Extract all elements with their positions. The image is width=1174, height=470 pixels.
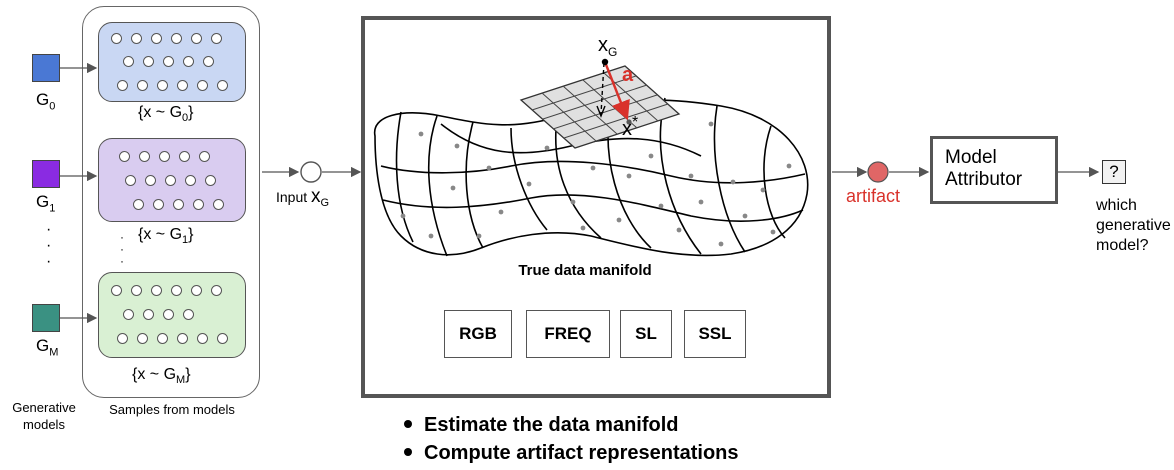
samples-container — [82, 6, 260, 398]
artifact-label: artifact — [846, 186, 901, 206]
generator-gm-label: GM — [36, 336, 59, 359]
bullet-estimate-manifold: Estimate the data manifold — [404, 414, 679, 437]
feature-ssl-box: SSL — [684, 310, 746, 358]
manifold-title: True data manifold — [518, 262, 652, 279]
sample-box-g1 — [98, 138, 246, 222]
tangent-plane — [519, 65, 681, 149]
generator-g1-label: G1 — [36, 192, 56, 215]
sample-box-g0 — [98, 22, 246, 102]
dashed-projection — [600, 62, 605, 115]
generator-g0-label: G0 — [36, 90, 56, 113]
manifold-frame — [361, 16, 831, 398]
sample-caption-gm: {x ~ GM} — [132, 366, 191, 387]
xg-point — [601, 58, 609, 66]
generator-g1-square — [32, 160, 60, 188]
feature-freq-box: FREQ — [526, 310, 610, 358]
generator-g0-square — [32, 54, 60, 82]
manifold-points — [400, 121, 792, 247]
sample-box-gm — [98, 272, 246, 358]
sample-caption-g1: {x ~ G1} — [138, 226, 194, 247]
feature-rgb-box: RGB — [444, 310, 512, 358]
generator-ellipsis: ··· — [46, 221, 52, 270]
input-xg-label: Input xG — [276, 186, 330, 209]
input-node — [300, 161, 322, 183]
output-question-box: ? — [1102, 160, 1126, 184]
sample-caption-g0: {x ~ G0} — [138, 104, 194, 125]
generator-gm-square — [32, 304, 60, 332]
samples-from-models-label: Samples from models — [109, 402, 235, 417]
manifold-ridge — [440, 123, 702, 157]
xg-label: xG — [598, 34, 618, 59]
manifold-drawing — [373, 58, 809, 257]
arrow-a-label: a — [622, 64, 634, 86]
feature-sl-box: SL — [620, 310, 672, 358]
artifact-node — [867, 161, 889, 183]
x-star-label: x* — [622, 114, 639, 140]
bullet-compute-artifacts: Compute artifact representations — [404, 442, 739, 465]
artifact-vector-arrow — [603, 61, 630, 121]
x-star-point — [626, 119, 632, 125]
sample-ellipsis: ··· — [120, 230, 124, 268]
